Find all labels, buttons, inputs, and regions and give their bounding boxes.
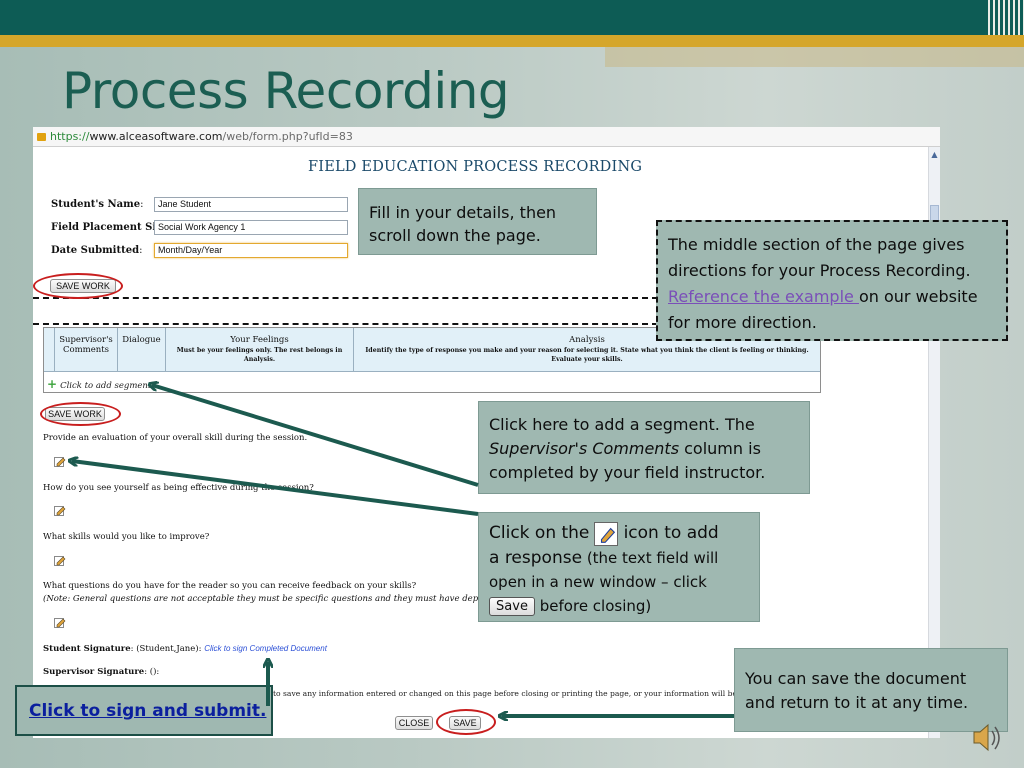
banner-dark [0, 0, 1024, 35]
question-feedback: What questions do you have for the reade… [43, 581, 417, 591]
slide-title: Process Recording [62, 62, 510, 120]
plus-icon: + [47, 377, 58, 391]
lock-icon [37, 133, 46, 141]
date-submitted-label: Date Submitted: [51, 245, 143, 256]
scroll-up-icon[interactable]: ▲ [931, 150, 938, 159]
callout-middle-section: The middle section of the page gives dir… [656, 220, 1008, 341]
save-chip-example: Save [489, 596, 535, 616]
edit-icon [594, 521, 619, 546]
student-name-field[interactable]: Jane Student [154, 197, 348, 212]
col-dialogue: Dialogue [118, 328, 166, 372]
question-overall-skill: Provide an evaluation of your overall sk… [43, 433, 308, 443]
url-scheme: https:// [50, 130, 90, 143]
banner-gold [0, 35, 1024, 47]
edit-icon[interactable] [54, 456, 66, 467]
highlight-ring-save-work-middle [40, 402, 121, 426]
placement-site-label: Field Placement Site: [51, 222, 170, 233]
callout-fill-details: Fill in your details, then scroll down t… [358, 188, 597, 255]
highlight-ring-save-work-top [33, 273, 123, 299]
banner-gold-accent [605, 47, 1024, 67]
footer-note: Note: You must click on the SAVE button … [113, 689, 756, 698]
dashed-divider-top [33, 297, 658, 299]
reference-example-link[interactable]: Reference the example [668, 287, 859, 306]
callout-save-document: You can save the document and return to … [734, 648, 1008, 732]
question-effective: How do you see yourself as being effecti… [43, 483, 314, 493]
sign-document-link[interactable]: Click to sign Completed Document [204, 644, 327, 653]
edit-icon[interactable] [54, 505, 66, 516]
date-submitted-field[interactable]: Month/Day/Year [154, 243, 348, 258]
edit-icon[interactable] [54, 555, 66, 566]
sign-and-submit-button[interactable]: Click to sign and submit. [15, 685, 273, 736]
row-marker-column [44, 328, 55, 372]
placement-site-field[interactable]: Social Work Agency 1 [154, 220, 348, 235]
supervisor-signature-row: Supervisor Signature: (): [43, 667, 160, 677]
banner-stripes [985, 0, 1024, 35]
col-supervisor-comments: Supervisor's Comments [55, 328, 118, 372]
form-title: FIELD EDUCATION PROCESS RECORDING [308, 159, 643, 175]
callout-add-segment: Click here to add a segment. The Supervi… [478, 401, 810, 494]
add-segment-link[interactable]: +Click to add segment [47, 377, 152, 391]
edit-icon[interactable] [54, 617, 66, 628]
highlight-ring-save [436, 709, 496, 735]
url-host: www.alceasoftware.com [89, 130, 223, 143]
dashed-divider-bottom [33, 323, 658, 325]
address-bar[interactable]: https://www.alceasoftware.com/web/form.p… [33, 127, 940, 147]
url-path: /web/form.php?ufId=83 [222, 130, 353, 143]
close-button[interactable]: CLOSE [395, 716, 433, 730]
callout-edit-icon: Click on the icon to add a response (the… [478, 512, 760, 622]
question-note: (Note: General questions are not accepta… [43, 594, 494, 604]
student-signature-row: Student Signature: (Student,Jane): Click… [43, 644, 327, 654]
question-improve: What skills would you like to improve? [43, 532, 210, 542]
student-name-label: Student's Name: [51, 199, 144, 210]
